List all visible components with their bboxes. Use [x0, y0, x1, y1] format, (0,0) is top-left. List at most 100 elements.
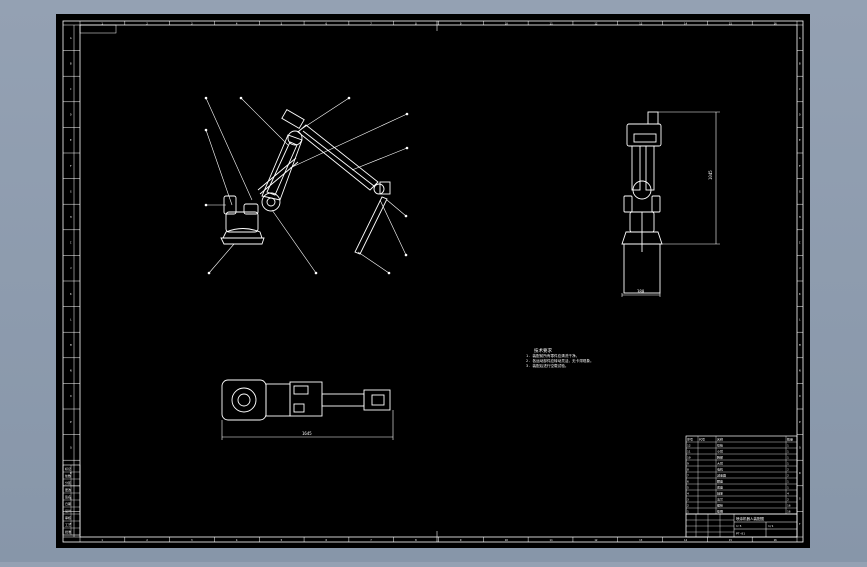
parts-list-cell: 1 — [787, 450, 789, 454]
front-wrist — [647, 111, 659, 125]
parts-list-cell: 7 — [687, 474, 689, 478]
zone-label-top: 13 — [639, 21, 643, 25]
parts-list-cell: 减速器 — [717, 473, 726, 478]
parts-list-cell: 腕部 — [717, 455, 723, 460]
title-block-frame — [685, 513, 798, 538]
zone-label-left: F — [70, 164, 72, 168]
parts-list-cell: 1 — [787, 444, 789, 448]
top-waist-inner — [237, 393, 251, 407]
revision-block-label: 工艺 — [65, 522, 71, 527]
forearm — [297, 124, 379, 191]
parts-list-cell: 10 — [687, 456, 691, 460]
parts-list-cell: 2 — [787, 498, 789, 502]
elbow-joint — [287, 130, 303, 146]
zone-label-left: P — [70, 420, 72, 424]
top-motor — [293, 385, 309, 395]
parts-list-header: 序号 — [687, 437, 693, 442]
zone-label-top: 7 — [370, 21, 372, 25]
parts-list-cell: 3 — [687, 498, 689, 502]
zone-label-bottom: 2 — [146, 538, 148, 542]
notes-line-1: 1. 装配前所有零件应清洗干净。 — [526, 353, 579, 358]
parts-list-cell: 1 — [687, 510, 689, 514]
zone-label-left: N — [70, 369, 72, 373]
zone-label-left: K — [70, 292, 72, 296]
zone-label-right: L — [799, 317, 801, 321]
zone-label-top: 10 — [505, 21, 509, 25]
parts-list-cell: 小臂 — [717, 449, 723, 454]
zone-label-top: 8 — [415, 21, 417, 25]
zone-label-top: 5 — [281, 21, 283, 25]
zone-label-left: Q — [70, 445, 72, 449]
zone-label-right: C — [799, 87, 801, 91]
parts-list-header: 名称 — [717, 437, 723, 442]
top-dimensions — [221, 410, 394, 440]
title-block-drawing-no: PT-01 — [736, 532, 745, 536]
motor-right — [243, 203, 259, 215]
parts-list-cell: 16 — [787, 510, 791, 514]
parts-list-cell: 大臂 — [717, 461, 723, 466]
zone-label-right: B — [799, 61, 801, 65]
link-rod — [257, 157, 297, 191]
notes-line-2: 2. 各运动部件应转动灵活，无卡滞现象。 — [526, 358, 594, 363]
front-forearm-housing — [626, 123, 662, 147]
zone-label-right: K — [799, 292, 801, 296]
zone-label-bottom: 15 — [729, 538, 733, 542]
zone-label-bottom: 7 — [370, 538, 372, 542]
parts-list-cell: 12 — [687, 444, 691, 448]
zone-label-bottom: 10 — [505, 538, 509, 542]
front-view[interactable] — [621, 111, 663, 294]
corner-box — [79, 24, 117, 34]
zone-label-right: E — [799, 138, 801, 142]
zone-label-right: Q — [799, 445, 801, 449]
parts-list-cell: 垫圈 — [717, 509, 723, 514]
zone-label-right: M — [799, 343, 801, 347]
revision-block-label: 更改 — [65, 487, 71, 492]
parts-list-cell: 1 — [787, 456, 789, 460]
zone-label-left: E — [70, 138, 72, 142]
zone-label-bottom: 11 — [550, 538, 554, 542]
zone-label-bottom: 12 — [594, 538, 598, 542]
front-elbow-box — [633, 133, 657, 143]
zone-label-bottom: 9 — [460, 538, 462, 542]
side-view[interactable] — [220, 109, 391, 255]
top-wrist — [363, 389, 391, 411]
zone-label-top: 14 — [684, 21, 688, 25]
zone-label-top: 3 — [191, 21, 193, 25]
parts-list-cell: 6 — [687, 480, 689, 484]
revision-block-label: 批准 — [65, 529, 71, 534]
parts-list-cell: 螺栓 — [717, 503, 723, 508]
zone-label-top: 6 — [325, 21, 327, 25]
zone-label-top: 1 — [101, 21, 103, 25]
zone-label-right: R — [799, 471, 801, 475]
revision-block-label: 日期 — [65, 501, 71, 506]
parts-list-cell: 法兰 — [717, 497, 723, 502]
wrist-flange — [379, 181, 391, 195]
top-view[interactable] — [221, 379, 391, 421]
parts-list-cell: 电机 — [717, 467, 723, 472]
title-block-scale: 1:5 — [736, 524, 742, 528]
waist-housing — [225, 211, 259, 233]
parts-list-cell: 1 — [787, 462, 789, 466]
parts-list-cell: 底座 — [717, 485, 723, 490]
top-waist-circle — [231, 387, 257, 413]
front-dim-width: 380 — [637, 289, 645, 294]
notes-heading: 技术要求 — [534, 347, 552, 354]
zone-label-right: S — [799, 497, 801, 501]
zone-label-right: O — [799, 394, 801, 398]
zone-label-bottom: 14 — [684, 538, 688, 542]
parts-list-cell: 腰座 — [717, 479, 723, 484]
zone-label-bottom: 6 — [325, 538, 327, 542]
parts-list-header: 代号 — [699, 437, 705, 442]
zone-label-left: H — [70, 215, 72, 219]
parts-list-cell: 2 — [687, 504, 689, 508]
elbow-motor — [281, 109, 305, 129]
zone-label-left: D — [70, 113, 72, 117]
zone-label-top: 15 — [729, 21, 733, 25]
shoulder-joint — [261, 192, 281, 212]
revision-block-label: 标记 — [65, 466, 71, 471]
